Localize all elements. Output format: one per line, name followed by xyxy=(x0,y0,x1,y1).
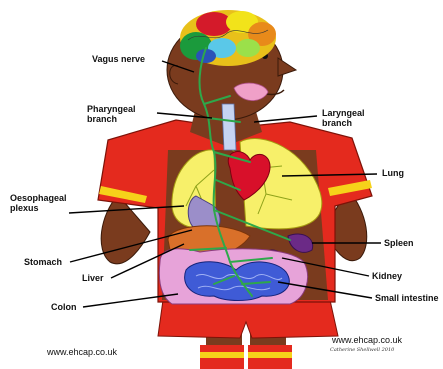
label-laryngeal-branch: Laryngeal branch xyxy=(322,108,365,128)
watermark-left: www.ehcap.co.uk xyxy=(47,347,117,357)
label-lung: Lung xyxy=(382,168,404,178)
artist-signature: Catherine Shellwell 2010 xyxy=(330,347,394,353)
label-kidney: Kidney xyxy=(372,271,402,281)
label-pharyngeal-branch: Pharyngeal branch xyxy=(87,104,136,124)
label-stomach: Stomach xyxy=(24,257,62,267)
shorts xyxy=(158,300,338,338)
trachea xyxy=(222,104,236,150)
brain xyxy=(180,10,276,66)
watermark-right: www.ehcap.co.uk xyxy=(332,335,402,345)
label-oesophageal-plexus: Oesophageal plexus xyxy=(10,193,67,213)
label-vagus-nerve: Vagus nerve xyxy=(92,54,145,64)
label-liver: Liver xyxy=(82,273,104,283)
label-small-intestine: Small intestine xyxy=(375,293,439,303)
label-spleen: Spleen xyxy=(384,238,414,248)
label-colon: Colon xyxy=(51,302,77,312)
nose xyxy=(278,58,296,76)
